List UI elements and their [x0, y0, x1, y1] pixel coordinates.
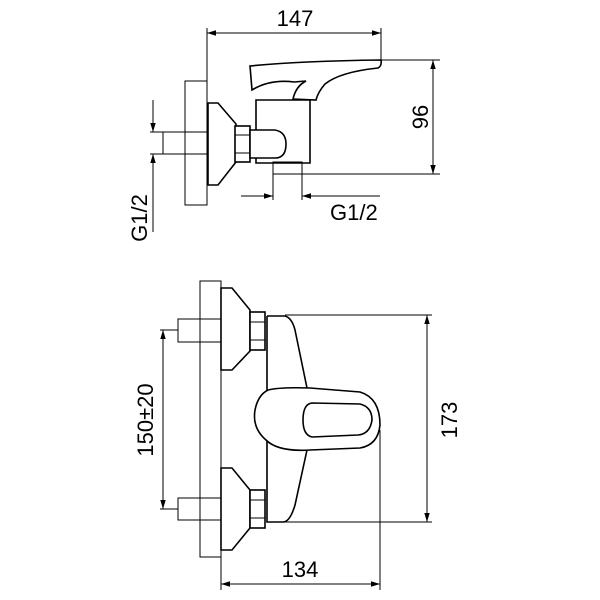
wall-section [184, 80, 208, 206]
side-view: 147 96 G1/2 G1/2 [127, 6, 440, 242]
upper-escutcheon [220, 287, 251, 371]
lever-handle [249, 59, 382, 101]
escutcheon [207, 102, 237, 186]
width-147-label: 147 [277, 6, 314, 31]
front-view: 173 150±20 134 [133, 280, 462, 590]
eccentric-connector [249, 129, 287, 159]
outlet-section [272, 161, 303, 175]
inlet-pipe-section [162, 131, 208, 155]
lower-escutcheon [220, 467, 251, 551]
depth-134-label: 134 [282, 557, 319, 582]
lever-handle [253, 386, 381, 452]
lower-nut [249, 489, 266, 529]
handle-opening [302, 402, 373, 438]
wall-section [199, 280, 222, 558]
inlet-thread-label: G1/2 [127, 194, 152, 242]
height-96-label: 96 [408, 105, 433, 129]
centers-150-label: 150±20 [133, 383, 158, 456]
height-173-label: 173 [437, 402, 462, 439]
hex-nut [234, 125, 251, 163]
upper-nut [249, 311, 266, 351]
outlet-thread-label: G1/2 [330, 200, 378, 225]
